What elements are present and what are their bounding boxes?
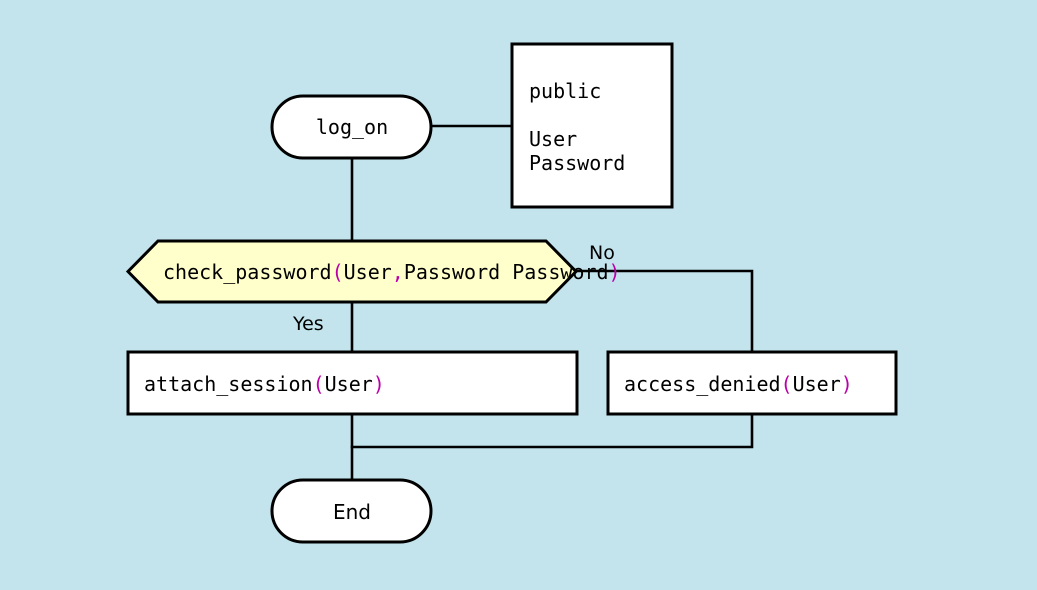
node-attach-session-shape[interactable] (126, 350, 579, 416)
node-access-denied-shape[interactable] (606, 350, 898, 416)
access-denied-open-paren: ( (781, 372, 793, 396)
attach-session-close-paren: ) (373, 372, 385, 396)
node-decision-label: check_password(User,Password Password) (163, 260, 621, 284)
node-decision-shape[interactable] (125, 239, 579, 304)
decision-arg2: Password Password (404, 260, 609, 284)
decision-open-paren: ( (332, 260, 344, 284)
note-box-shape[interactable] (510, 42, 674, 209)
access-denied-close-paren: ) (841, 372, 853, 396)
access-denied-fn-name: access_denied (624, 372, 781, 396)
edge-label-no: No (589, 242, 615, 264)
connector-decision-no (574, 269, 754, 354)
node-end-shape[interactable] (270, 478, 433, 544)
edge-label-yes: Yes (292, 313, 324, 335)
node-attach-session-label: attach_session(User) (144, 372, 385, 396)
access-denied-arg1: User (793, 372, 841, 396)
decision-close-paren: ) (609, 260, 621, 284)
decision-fn-name: check_password (163, 260, 332, 284)
note-box-line-password: Password (529, 151, 625, 175)
node-access-denied-label: access_denied(User) (624, 372, 853, 396)
decision-comma: , (392, 260, 404, 284)
note-box-line-user: User (529, 127, 577, 151)
decision-arg1: User (344, 260, 392, 284)
note-box-line-public: public (529, 79, 601, 103)
node-end-label: End (333, 500, 371, 524)
connector-access-denied-to-end (350, 412, 754, 449)
attach-session-fn-name: attach_session (144, 372, 313, 396)
attach-session-open-paren: ( (313, 372, 325, 396)
node-start-label: log_on (316, 115, 388, 139)
attach-session-arg1: User (325, 372, 373, 396)
node-start-shape[interactable] (270, 94, 433, 160)
